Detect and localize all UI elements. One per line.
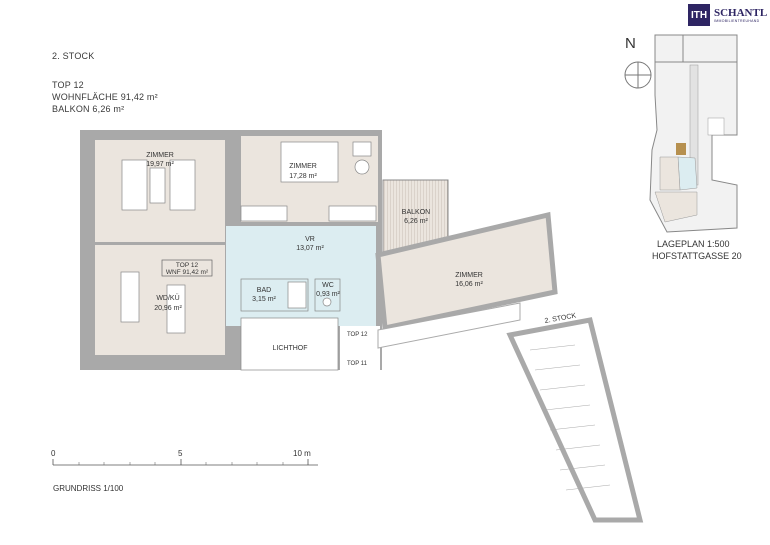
balkon-area: 6,26 m² bbox=[404, 218, 428, 225]
zimmer1-area: 19,97 m² bbox=[146, 161, 174, 168]
zimmer3-area: 16,06 m² bbox=[455, 281, 483, 288]
balcony-area: BALKON 6,26 m² bbox=[52, 104, 125, 114]
wc-name: WC bbox=[322, 282, 334, 289]
room-zimmer-3 bbox=[375, 211, 558, 332]
zimmer2-area: 17,28 m² bbox=[289, 173, 317, 180]
bad-name: BAD bbox=[257, 287, 271, 294]
bad-area: 3,15 m² bbox=[252, 296, 276, 303]
unit-label-line1: TOP 12 bbox=[176, 262, 199, 269]
scale-tick-10: 10 m bbox=[293, 449, 311, 458]
room-lichthof bbox=[240, 317, 339, 371]
vr-area: 13,07 m² bbox=[296, 245, 324, 252]
living-area: WOHNFLÄCHE 91,42 m² bbox=[52, 92, 158, 102]
scale-tick-5: 5 bbox=[178, 449, 183, 458]
site-plan-address: HOFSTATTGASSE 20 bbox=[652, 251, 742, 261]
wdku-name: WD/KÜ bbox=[156, 294, 179, 302]
wdku-area: 20,96 m² bbox=[154, 305, 182, 312]
room-wdku bbox=[95, 245, 225, 355]
unit-label-line2: WNF 91,42 m² bbox=[166, 269, 209, 276]
vr-name: VR bbox=[305, 236, 315, 243]
staircase bbox=[506, 317, 644, 523]
zimmer2-name: ZIMMER bbox=[289, 163, 317, 170]
zimmer3-name: ZIMMER bbox=[455, 272, 483, 279]
unit-label-box bbox=[161, 259, 213, 277]
wc-area: 0,93 m² bbox=[316, 291, 340, 298]
door-top12: TOP 12 bbox=[347, 332, 368, 338]
brand-logo: ITH bbox=[688, 4, 710, 26]
balkon-name: BALKON bbox=[402, 209, 430, 216]
north-label: N bbox=[625, 35, 636, 52]
scale-bar bbox=[52, 459, 318, 466]
site-plan bbox=[649, 34, 738, 233]
floor-title: 2. STOCK bbox=[52, 51, 95, 61]
brand-name: SCHANTL bbox=[714, 7, 768, 19]
compass-icon bbox=[624, 61, 652, 89]
scale-caption: GRUNDRISS 1/100 bbox=[53, 484, 124, 493]
unit-title: TOP 12 bbox=[52, 80, 84, 90]
brand-subtitle: IMMOBILIENTREUHAND bbox=[714, 19, 760, 23]
door-top11: TOP 11 bbox=[347, 361, 368, 367]
zimmer1-name: ZIMMER bbox=[146, 152, 174, 159]
scale-tick-0: 0 bbox=[51, 449, 56, 458]
site-plan-scale: LAGEPLAN 1:500 bbox=[657, 239, 730, 249]
lichthof-name: LICHTHOF bbox=[273, 345, 308, 352]
